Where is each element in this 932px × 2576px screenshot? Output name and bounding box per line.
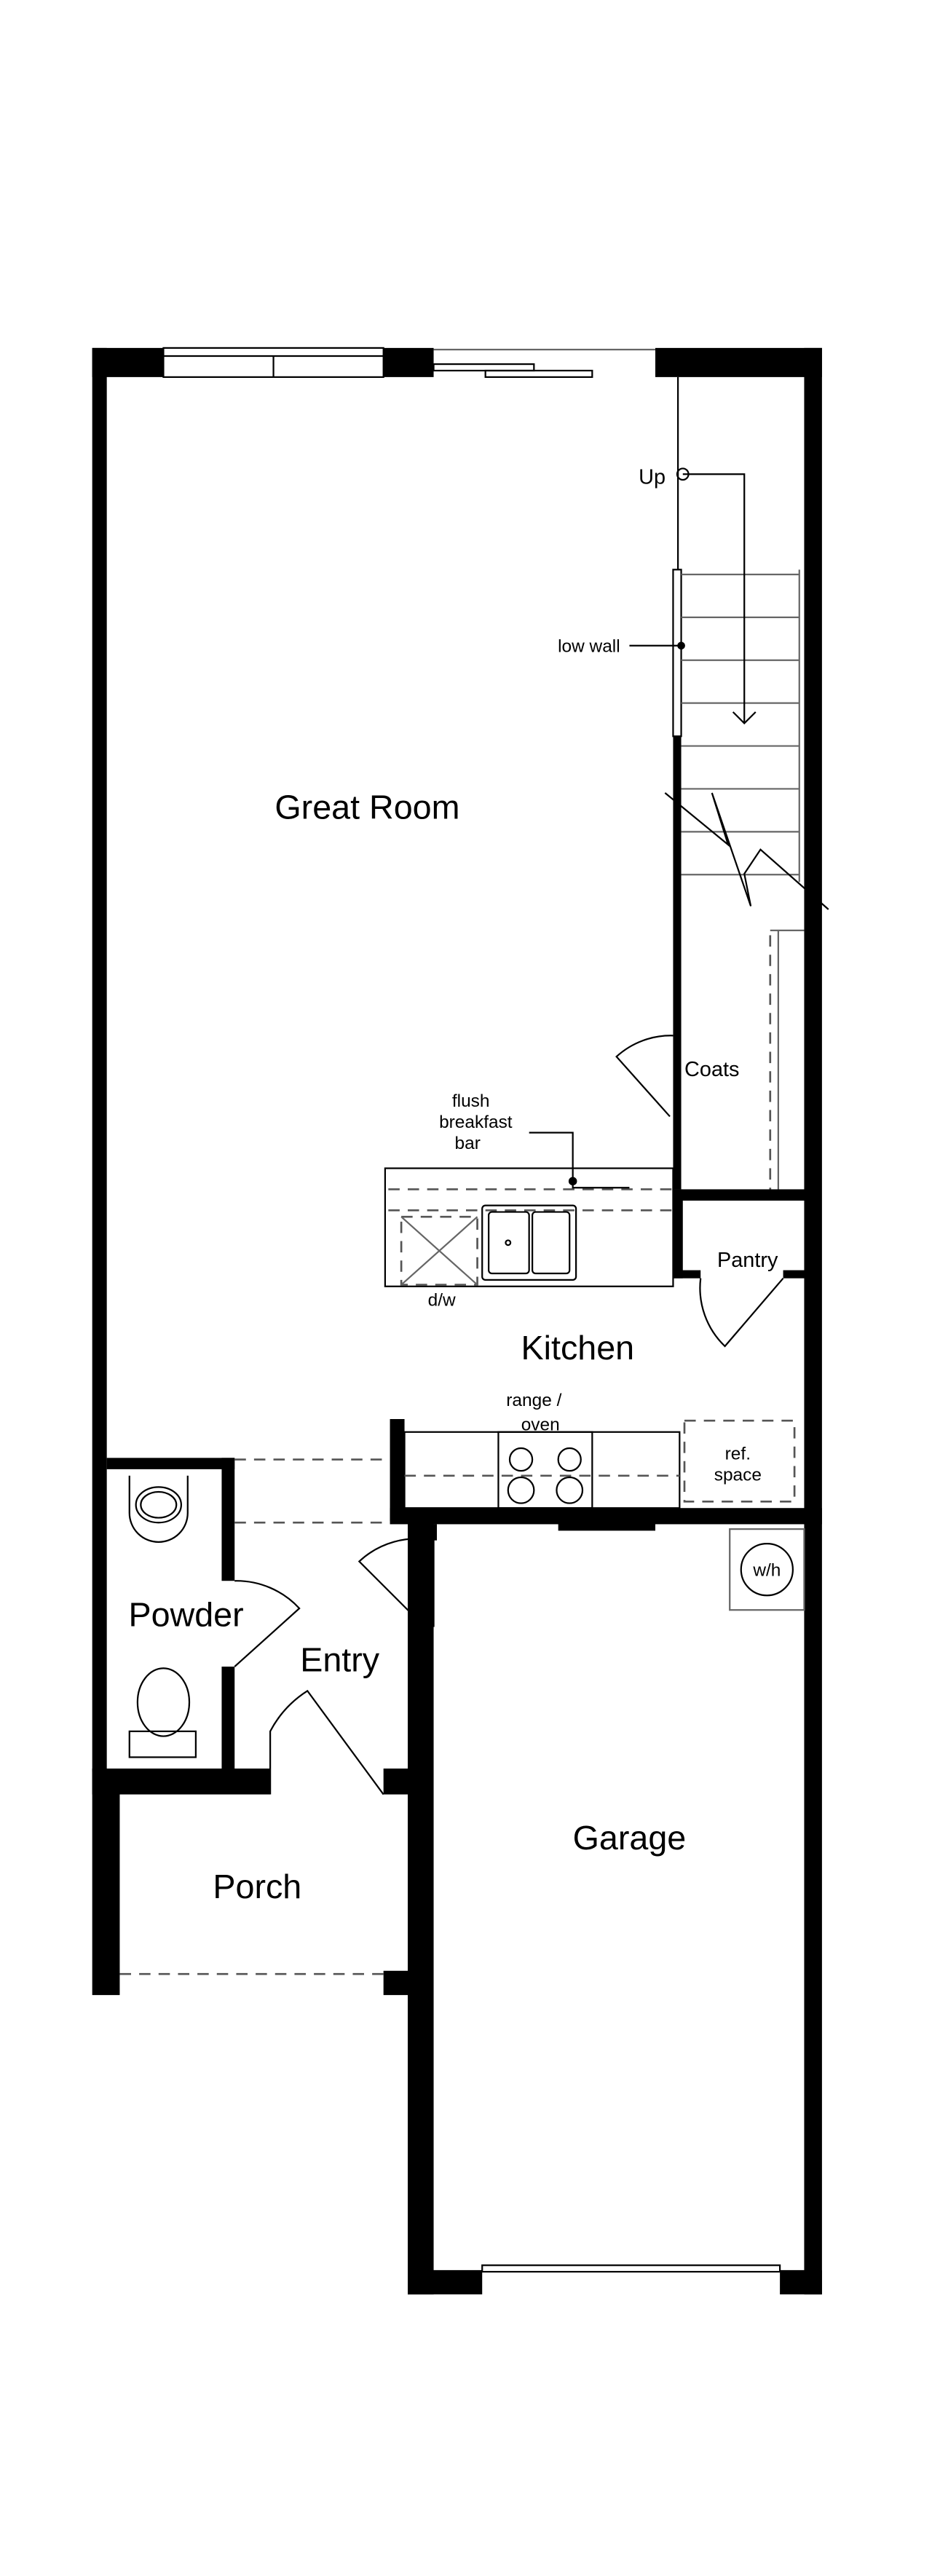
arrow-down-icon xyxy=(732,711,757,725)
wall-garage-left xyxy=(408,1521,434,2295)
wall-pantry-left xyxy=(673,1189,683,1279)
sink xyxy=(481,1204,577,1281)
wall-powder-top xyxy=(106,1458,235,1469)
wall-powder-right-a xyxy=(221,1458,235,1581)
openings xyxy=(119,347,784,2273)
window xyxy=(162,347,384,378)
label-dw: d/w xyxy=(428,1290,456,1310)
counter xyxy=(403,1431,681,1509)
label-oven: oven xyxy=(521,1415,560,1435)
stairs xyxy=(664,376,829,1190)
label-wh: w/h xyxy=(752,1561,781,1581)
label-pantry: Pantry xyxy=(717,1249,778,1272)
label-porch: Porch xyxy=(213,1868,301,1905)
range xyxy=(497,1431,593,1509)
label-range: range / xyxy=(506,1391,561,1410)
label-great-room: Great Room xyxy=(275,789,459,826)
wall-pantry-bottom-b xyxy=(783,1270,811,1279)
dishwasher xyxy=(400,1215,478,1286)
wall-top-right xyxy=(655,347,822,377)
wall-porch-top xyxy=(92,1769,271,1795)
pantry-door xyxy=(699,1277,784,1348)
wall-left xyxy=(92,347,107,1772)
labels: Great Room Up low wall flush breakfast b… xyxy=(128,466,781,1905)
wall-garage-top xyxy=(390,1508,822,1525)
wall-pantry-bottom-a xyxy=(673,1270,701,1279)
label-ref: ref. xyxy=(725,1445,751,1464)
label-kitchen: Kitchen xyxy=(521,1329,635,1367)
wall-entry-stub xyxy=(408,1524,437,1541)
label-powder: Powder xyxy=(128,1595,243,1633)
walls xyxy=(92,347,822,2295)
wall-garage-bottom-right xyxy=(780,2269,822,2295)
wall-entry-right xyxy=(383,1769,424,1795)
water-heater-closet xyxy=(729,1528,805,1611)
label-flush: flush xyxy=(452,1091,490,1111)
toilet xyxy=(136,1667,191,1737)
breakfast-bar xyxy=(384,1167,674,1287)
front-door xyxy=(269,1689,384,1795)
wall-stair xyxy=(673,736,682,1190)
wall-porch-column xyxy=(383,1970,408,1996)
label-low-wall: low wall xyxy=(558,637,620,657)
label-entry: Entry xyxy=(300,1641,380,1679)
wall-right xyxy=(804,347,822,2295)
label-bar: bar xyxy=(455,1134,481,1153)
wall-porch-left xyxy=(92,1769,120,1996)
label-up: Up xyxy=(639,466,666,489)
garage-entry-door xyxy=(358,1538,435,1627)
coats-door xyxy=(615,1035,674,1118)
wall-top-mid xyxy=(383,347,434,377)
label-breakfast: breakfast xyxy=(439,1113,513,1132)
garage-door xyxy=(481,2264,781,2273)
kitchen-fixtures xyxy=(128,1131,805,1758)
sink-powder xyxy=(128,1475,189,1543)
wall-powder-right-b xyxy=(221,1667,235,1772)
wall-garage-bottom-left xyxy=(408,2269,483,2295)
ref-space xyxy=(683,1419,796,1503)
wall-pantry-top xyxy=(673,1189,811,1201)
label-space: space xyxy=(714,1465,762,1485)
powder-door xyxy=(234,1580,301,1667)
up-arrow-origin-icon xyxy=(676,467,690,481)
water-heater xyxy=(740,1543,794,1597)
label-coats: Coats xyxy=(684,1058,739,1081)
label-garage: Garage xyxy=(573,1819,687,1857)
break-line xyxy=(664,792,829,910)
low-wall xyxy=(672,569,682,738)
wall-garage-bump xyxy=(558,1521,655,1531)
wall-kitchen-end xyxy=(390,1419,405,1521)
